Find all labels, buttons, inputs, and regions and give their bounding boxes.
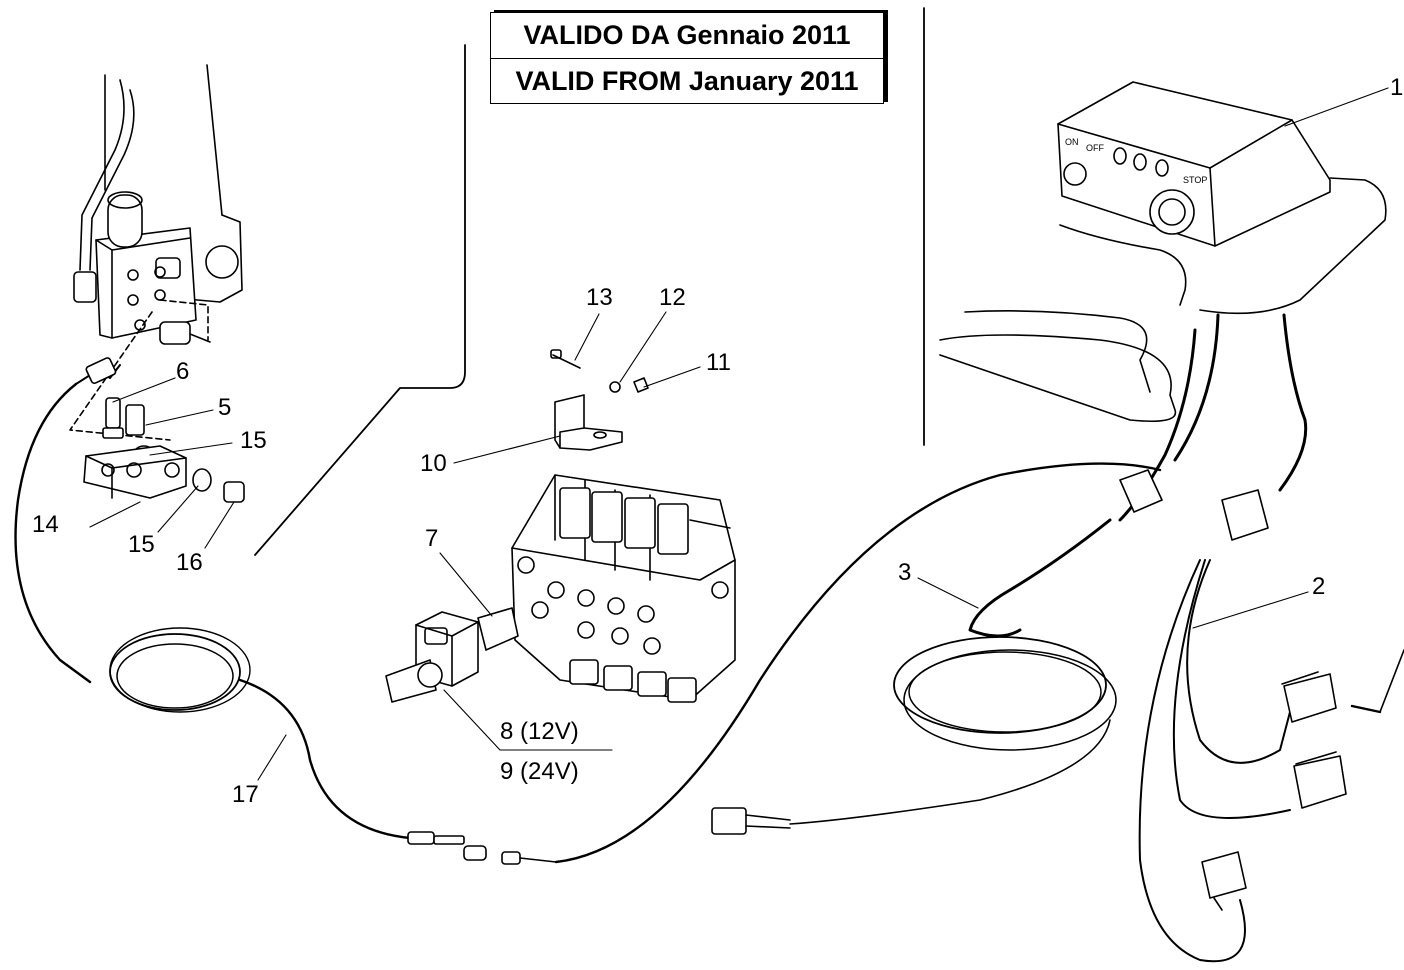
callout-2: 2 <box>1312 573 1326 600</box>
pressure-switch-parts <box>75 357 245 503</box>
control-box-assembly <box>711 81 1404 963</box>
callout-12: 12 <box>659 284 686 311</box>
callout-3: 3 <box>898 559 912 586</box>
callout-5: 5 <box>218 394 232 421</box>
callout-17: 17 <box>232 781 259 808</box>
solenoid-valve <box>385 607 519 703</box>
callout-15-lower: 15 <box>128 531 155 558</box>
callout-16: 16 <box>176 549 203 576</box>
leader-lines <box>89 87 1389 781</box>
validity-box: VALIDO DA Gennaio 2011 VALID FROM Januar… <box>490 12 884 104</box>
cable-17 <box>14 382 1162 865</box>
callout-15-upper: 15 <box>240 427 267 454</box>
callout-14: 14 <box>32 511 59 538</box>
hydraulic-valve-bank <box>511 474 736 703</box>
stop-label: STOP <box>1183 175 1208 185</box>
validity-italian: VALIDO DA Gennaio 2011 <box>523 20 851 50</box>
section-dividers <box>254 7 925 556</box>
callout-8-12v: 8 (12V) <box>500 718 579 745</box>
callout-6: 6 <box>176 358 190 385</box>
callout-1: 1 <box>1390 74 1404 101</box>
callout-9-24v: 9 (24V) <box>500 758 579 785</box>
off-label: OFF <box>1086 143 1104 153</box>
validity-english: VALID FROM January 2011 <box>491 58 883 104</box>
callout-13: 13 <box>586 284 613 311</box>
callout-10: 10 <box>420 450 447 477</box>
mounting-bracket <box>550 349 649 451</box>
on-label: ON <box>1065 137 1079 147</box>
mast-valve-block <box>69 64 243 441</box>
callout-7: 7 <box>425 525 439 552</box>
callout-11: 11 <box>706 349 731 376</box>
